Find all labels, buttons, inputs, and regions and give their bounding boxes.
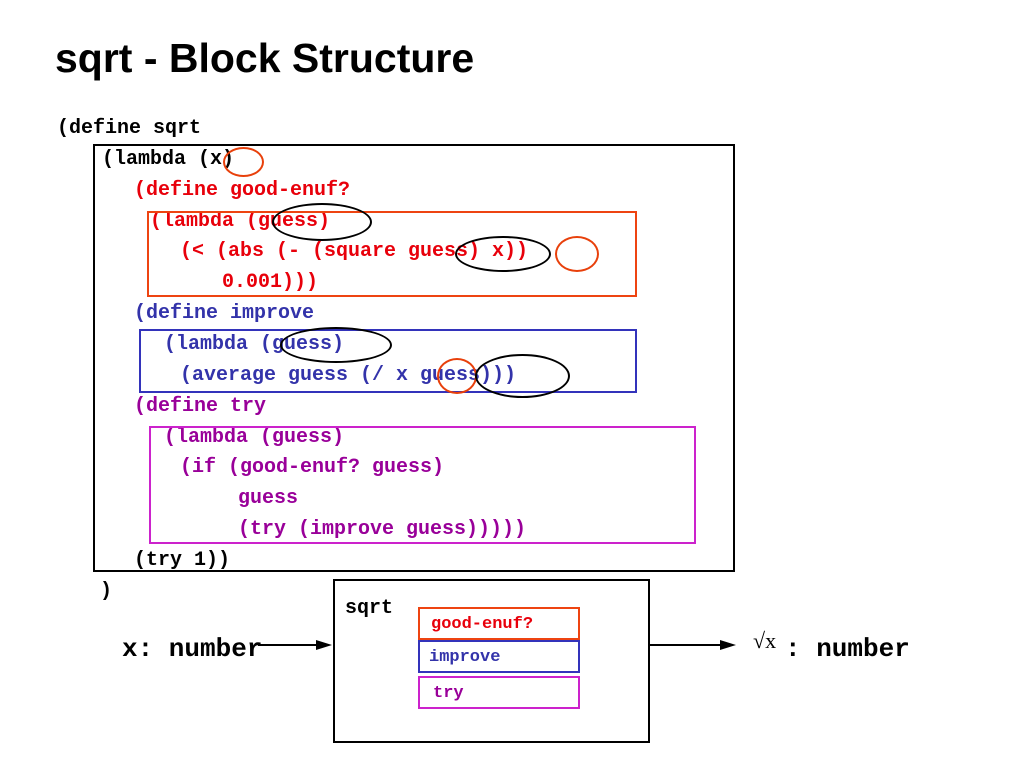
try-block-box (149, 426, 696, 544)
code-line-define-try: (define try (134, 395, 267, 418)
good-enuf-module: good-enuf? (418, 607, 580, 640)
input-arrow (258, 640, 332, 650)
x-ref-circle-improve (437, 358, 477, 394)
input-label: x: number (122, 634, 263, 664)
x-ref-circle (555, 236, 599, 272)
try-module: try (418, 676, 580, 709)
sqrt-blackbox-title: sqrt (345, 597, 394, 620)
guess-param-circle (272, 203, 372, 241)
try-module-label: try (433, 684, 464, 703)
improve-module: improve (418, 640, 580, 673)
output-sqrt-symbol: √x (753, 628, 777, 653)
code-line-close-paren: ) (100, 580, 113, 603)
code-line-define-improve: (define improve (134, 302, 315, 325)
guess-param-circle-improve (280, 327, 392, 363)
code-line-try-1: (try 1)) (134, 549, 231, 572)
code-line-define-good-enuf: (define good-enuf? (134, 179, 351, 202)
improve-block-box (139, 329, 637, 393)
code-line-good-enuf-threshold: 0.001))) (222, 271, 319, 294)
good-enuf-block-box (147, 211, 637, 297)
lambda-block-box (93, 144, 735, 572)
x-param-circle (223, 147, 264, 177)
sqrt-blackbox (333, 579, 650, 743)
code-line-define-sqrt: (define sqrt (57, 117, 202, 140)
output-arrow (650, 640, 736, 650)
output-label: : number (785, 634, 910, 664)
improve-module-label: improve (429, 648, 501, 667)
good-enuf-module-label: good-enuf? (431, 615, 534, 634)
code-line-try-if: (if (good-enuf? guess) (180, 456, 445, 479)
slide-title: sqrt - Block Structure (55, 35, 475, 81)
code-line-try-guess: guess (238, 487, 299, 510)
code-line-try-recur: (try (improve guess))))) (238, 518, 527, 541)
guess-ref-circle-improve (475, 354, 570, 398)
code-line-try-lambda: (lambda (guess) (164, 426, 345, 449)
guess-ref-circle (455, 236, 551, 272)
